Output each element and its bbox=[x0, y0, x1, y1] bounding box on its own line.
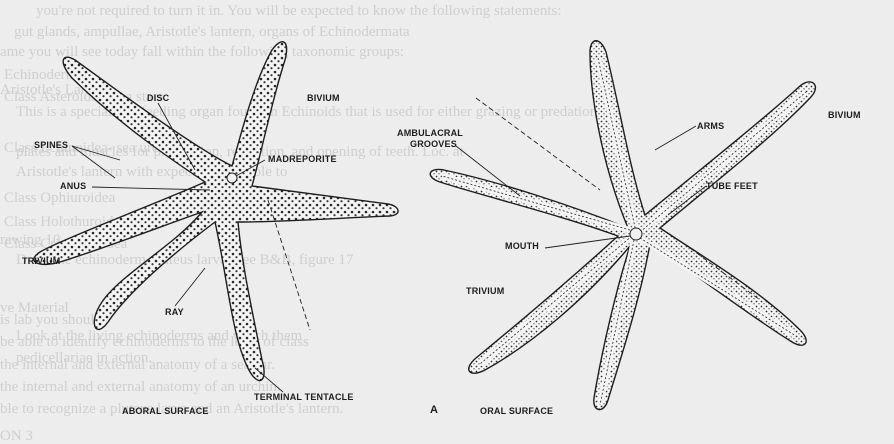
ghost-line: Look at the living echinoderms and watch… bbox=[16, 328, 303, 344]
label-trivium-left: TRIVIUM bbox=[22, 256, 61, 266]
ghost-line: ble to recognize a pluteus larva and an … bbox=[0, 401, 344, 417]
label-oral-surface: ORAL SURFACE bbox=[480, 406, 554, 416]
ghost-line: rawing 10 bbox=[0, 232, 61, 248]
label-terminal-tentacle: TERMINAL TENTACLE bbox=[254, 392, 354, 402]
label-disc: DISC bbox=[147, 93, 170, 103]
label-tube-feet: TUBE FEET bbox=[706, 181, 758, 191]
label-grooves: GROOVES bbox=[410, 139, 457, 149]
ghost-line: Class Echinoidea- sea urchins bbox=[4, 140, 184, 156]
ghost-line: the internal and external anatomy of an … bbox=[0, 379, 281, 395]
ghost-line: Draw the echinoderm pluteus larva. See B… bbox=[16, 252, 354, 268]
ghost-line: Class Ophiuroidea bbox=[4, 190, 116, 206]
label-aboral-surface: ABORAL SURFACE bbox=[122, 406, 209, 416]
mouth-opening bbox=[629, 227, 643, 241]
ghost-line: ame you will see today fall within the f… bbox=[0, 44, 405, 60]
label-ray: RAY bbox=[165, 307, 184, 317]
ghost-line: ON 3 bbox=[0, 428, 33, 444]
label-madreporite: MADREPORITE bbox=[268, 154, 337, 164]
aboral-body bbox=[33, 41, 399, 382]
label-trivium-right: TRIVIUM bbox=[466, 286, 505, 296]
label-ambulacral: AMBULACRAL bbox=[397, 128, 463, 138]
madreporite-plate bbox=[226, 172, 238, 184]
label-spines: SPINES bbox=[34, 140, 69, 150]
aboral-starfish bbox=[33, 41, 399, 393]
label-mouth: MOUTH bbox=[505, 241, 539, 251]
ghost-line: you're not required to turn it in. You w… bbox=[36, 3, 562, 19]
label-bivium-right: BIVIUM bbox=[828, 110, 861, 120]
ghost-line: Class Holothuroidea bbox=[4, 214, 127, 230]
ghost-line: gut glands, ampullae, Aristotle's lanter… bbox=[14, 24, 410, 40]
label-anus: ANUS bbox=[60, 181, 87, 191]
ghost-line: ve Material bbox=[0, 300, 69, 316]
oral-starfish bbox=[429, 40, 816, 411]
label-bivium-left: BIVIUM bbox=[307, 93, 340, 103]
ghost-line: pedicellariae in action. bbox=[16, 350, 153, 366]
ghost-line: This is a specialized feeding organ foun… bbox=[16, 104, 601, 120]
ghost-line: be able to identify echinoderms to the l… bbox=[0, 334, 309, 350]
ghost-line: is lab you should: bbox=[0, 312, 107, 328]
label-panel-a: A bbox=[430, 404, 439, 416]
ghost-line: the internal and external anatomy of a s… bbox=[0, 357, 275, 373]
label-arms: ARMS bbox=[697, 121, 725, 131]
